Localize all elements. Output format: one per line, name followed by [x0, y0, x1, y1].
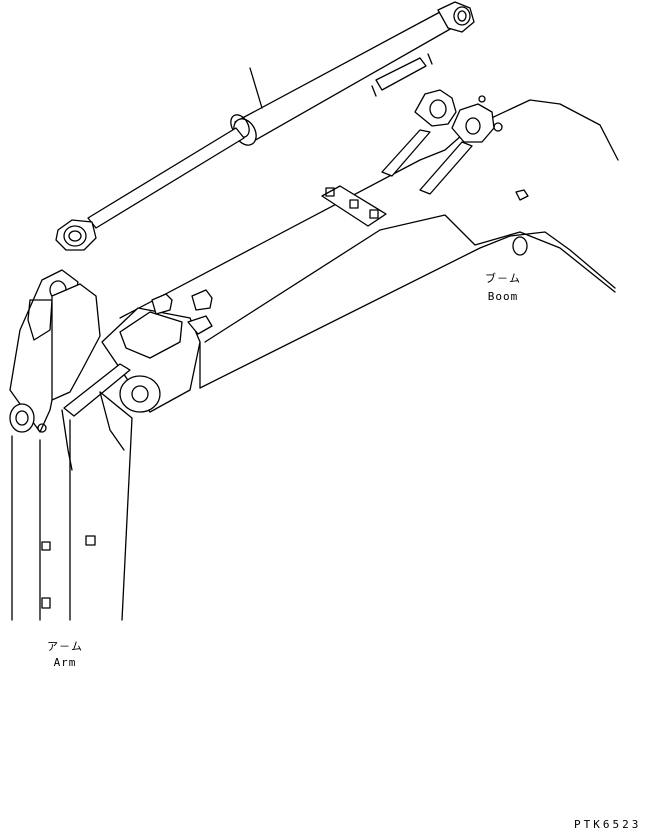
arm-label: Arm: [53, 656, 77, 669]
boom: [101, 89, 619, 413]
boom-label: Boom: [487, 290, 519, 303]
hydraulic-cylinder: [55, 1, 475, 251]
arm-label-japanese: ア－ム: [47, 640, 83, 653]
boom-label-japanese: ブ－ム: [485, 272, 521, 285]
drawing-code: PTK6523: [574, 818, 642, 831]
arm: [9, 269, 133, 621]
